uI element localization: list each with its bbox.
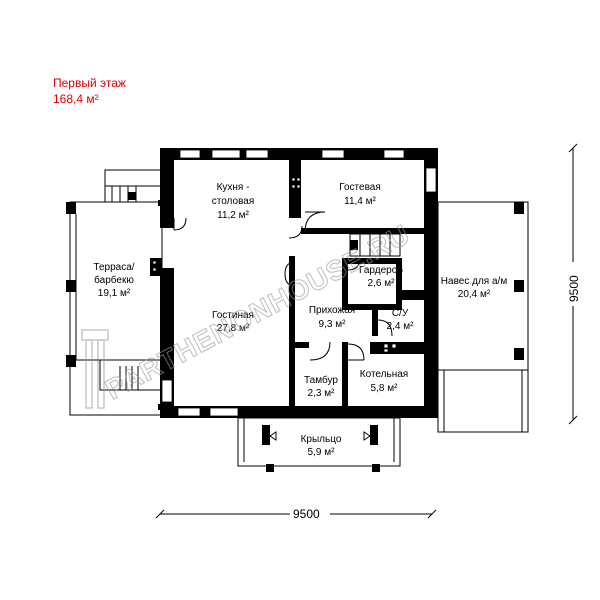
room-guest: Гостевая 11,4 м² [339, 182, 381, 207]
room-boiler: Котельная 5,8 м² [360, 369, 408, 394]
room-carport: Навес для а/м 20,4 м² [441, 276, 508, 300]
dimension-width-label: 9500 [293, 507, 320, 521]
room-name: Кухня - [217, 182, 250, 193]
room-living: Гостиная 27,8 м² [212, 310, 254, 334]
porch-structure [237, 417, 401, 472]
room-wc: С/У 2,4 м² [387, 308, 415, 332]
dimension-height: 9500 [567, 143, 581, 425]
room-name: Котельная [360, 369, 408, 380]
dimension-height-label: 9500 [567, 275, 581, 302]
dimension-width: 9500 [155, 507, 437, 521]
interior-walls [289, 158, 424, 412]
room-name: Навес для а/м [441, 276, 508, 287]
room-area: 5,8 м² [371, 383, 399, 394]
room-hall: Прихожая 9,3 м² [309, 305, 355, 330]
room-area: 9,3 м² [319, 319, 347, 330]
room-porch: Крыльцо 5,9 м² [301, 434, 342, 458]
room-name: Гардероб [359, 264, 403, 276]
room-area: 27,8 м² [217, 323, 250, 334]
logo-icon [81, 329, 109, 409]
room-area: 2,6 м² [368, 278, 396, 289]
room-area: 2,4 м² [387, 321, 415, 332]
room-area: 5,9 м² [308, 447, 336, 458]
room-name: Крыльцо [301, 434, 342, 445]
room-name: Терраса/ [93, 262, 134, 273]
room-wardrobe: Гардероб 2,6 м² [359, 264, 403, 289]
room-name: С/У [392, 308, 409, 319]
room-area: 19,1 м² [98, 288, 131, 299]
room-name-2: барбекю [94, 274, 134, 286]
room-name: Тамбур [304, 374, 338, 386]
room-name-2: столовая [212, 196, 255, 207]
room-area: 20,4 м² [458, 289, 491, 300]
staircase [349, 233, 401, 257]
room-area: 11,2 м² [217, 210, 249, 221]
room-name: Гостевая [339, 182, 381, 193]
room-terrace: Терраса/ барбекю 19,1 м² [93, 262, 134, 299]
room-name: Прихожая [309, 305, 355, 316]
carport-structure [437, 201, 529, 433]
room-kitchen: Кухня - столовая 11,2 м² [212, 182, 255, 221]
floor-area: 168,4 м² [53, 92, 99, 106]
floor-title: Первый этаж [53, 76, 126, 90]
room-area: 2,3 м² [308, 388, 336, 399]
room-name: Гостиная [212, 310, 254, 321]
room-vestibule: Тамбур 2,3 м² [304, 374, 338, 399]
room-area: 11,4 м² [344, 196, 376, 207]
doors [173, 211, 393, 361]
windows [161, 149, 437, 417]
